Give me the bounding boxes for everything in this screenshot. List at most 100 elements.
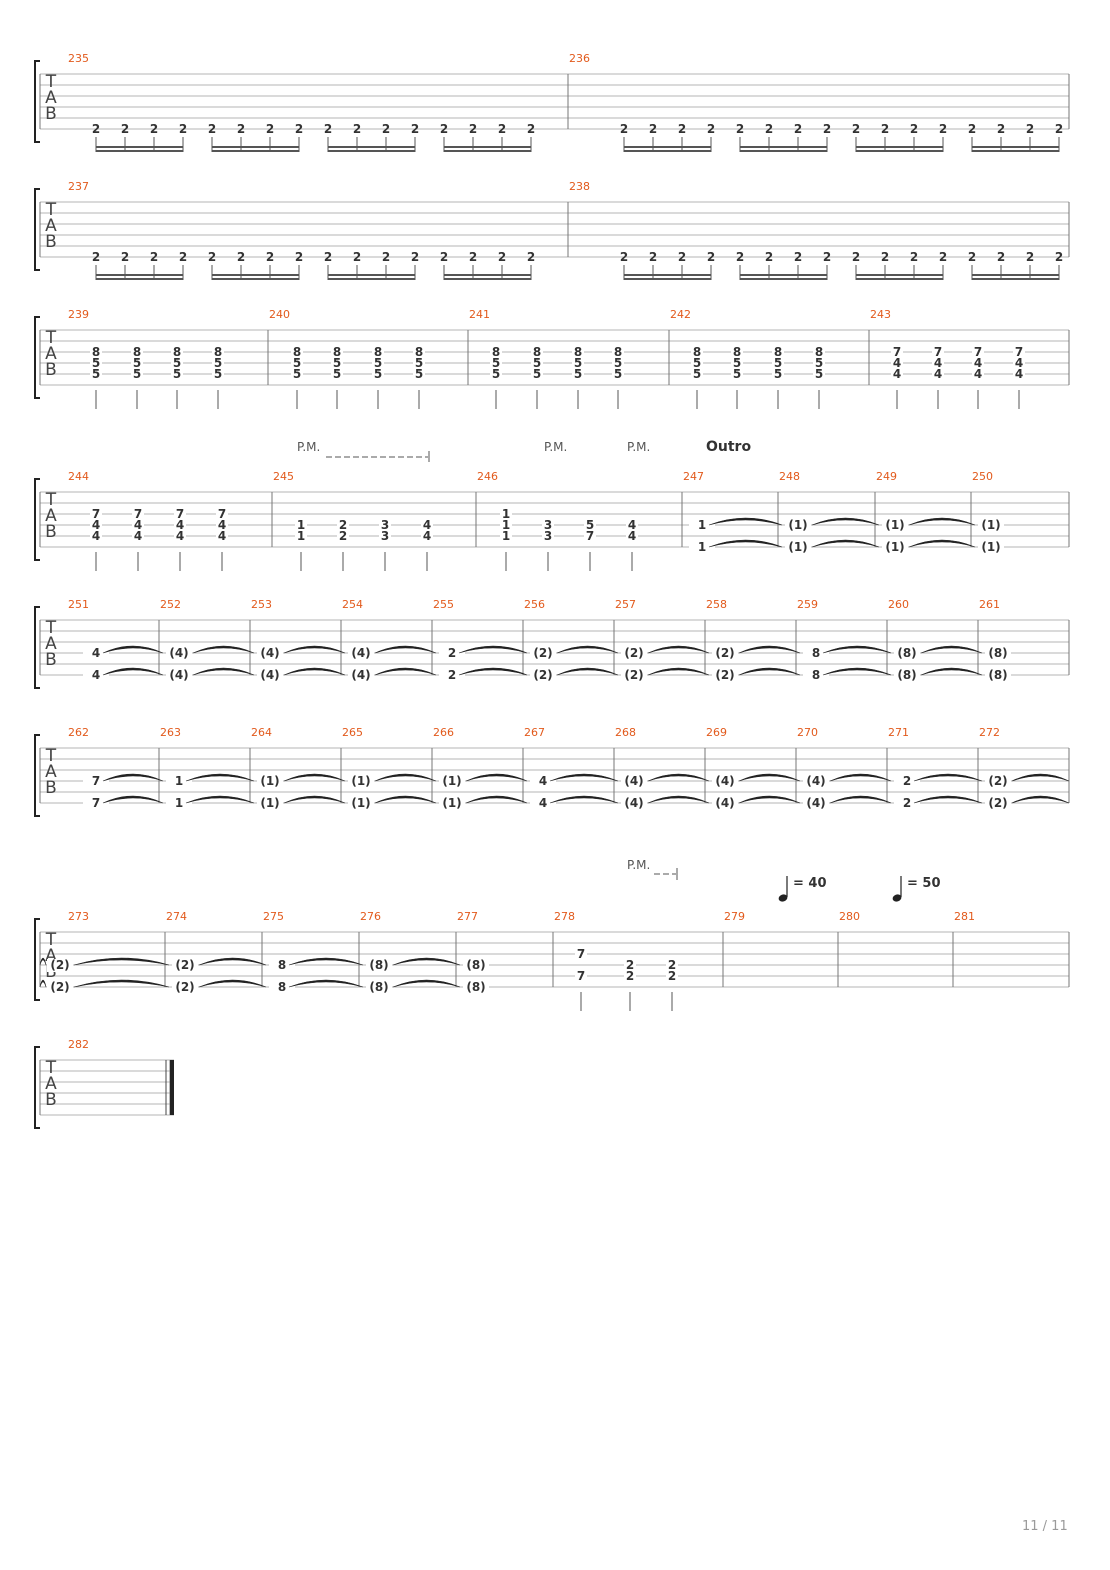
fret-mask bbox=[894, 669, 920, 682]
fret-number: (2) bbox=[988, 796, 1007, 810]
fret-number: 2 bbox=[208, 122, 216, 136]
fret-mask bbox=[366, 959, 392, 972]
fret-number: 7 bbox=[586, 529, 594, 543]
fret-number: 4 bbox=[974, 356, 982, 370]
fret-number: 8 bbox=[214, 345, 222, 359]
beam bbox=[972, 150, 1059, 152]
fret-mask bbox=[1013, 368, 1025, 380]
fret-number: 2 bbox=[237, 250, 245, 264]
fret-number: 1 bbox=[698, 540, 706, 554]
fret-number: (1) bbox=[442, 774, 461, 788]
fret-mask bbox=[83, 647, 109, 660]
fret-number: 8 bbox=[293, 345, 301, 359]
measure-number: 278 bbox=[554, 910, 575, 923]
fret-mask bbox=[257, 797, 283, 810]
beam bbox=[96, 150, 183, 152]
fret-mask bbox=[372, 357, 384, 369]
fret-mask bbox=[295, 530, 307, 542]
fret-number: 2 bbox=[852, 250, 860, 264]
fret-mask bbox=[348, 647, 374, 660]
fret-number: 2 bbox=[527, 250, 535, 264]
fret-number: 5 bbox=[173, 367, 181, 381]
fret-mask bbox=[172, 959, 198, 972]
fret-mask bbox=[90, 519, 102, 531]
fret-number: 4 bbox=[92, 529, 100, 543]
fret-mask bbox=[379, 530, 391, 542]
fret-number: (4) bbox=[260, 646, 279, 660]
measure-number: 241 bbox=[469, 308, 490, 321]
fret-mask bbox=[972, 357, 984, 369]
fret-number: 5 bbox=[133, 356, 141, 370]
tempo-marking: = 40 bbox=[793, 876, 827, 891]
fret-mask bbox=[171, 368, 183, 380]
fret-number: (4) bbox=[624, 796, 643, 810]
fret-mask bbox=[166, 775, 192, 788]
tie-arc bbox=[39, 957, 47, 966]
fret-mask bbox=[626, 519, 638, 531]
fret-number: 7 bbox=[934, 345, 942, 359]
fret-number: 8 bbox=[533, 345, 541, 359]
tie-arc bbox=[822, 645, 892, 654]
fret-number: (1) bbox=[351, 796, 370, 810]
fret-mask bbox=[572, 368, 584, 380]
fret-mask bbox=[47, 959, 73, 972]
fret-mask bbox=[575, 970, 587, 982]
fret-mask bbox=[772, 346, 784, 358]
fret-number: 5 bbox=[733, 356, 741, 370]
fret-number: 2 bbox=[469, 250, 477, 264]
tie-arc bbox=[374, 667, 437, 676]
fret-mask bbox=[291, 357, 303, 369]
fret-number: 5 bbox=[415, 367, 423, 381]
fret-number: 8 bbox=[774, 345, 782, 359]
tie-arc bbox=[556, 667, 619, 676]
fret-number: 4 bbox=[92, 668, 100, 682]
fret-mask bbox=[813, 357, 825, 369]
fret-number: 2 bbox=[353, 122, 361, 136]
tie-arc bbox=[185, 773, 255, 782]
tie-arc bbox=[913, 795, 983, 804]
fret-number: 5 bbox=[533, 367, 541, 381]
beam bbox=[96, 278, 183, 280]
fret-number: 5 bbox=[92, 367, 100, 381]
fret-number: (2) bbox=[50, 980, 69, 994]
fret-number: 2 bbox=[150, 122, 158, 136]
fret-number: 2 bbox=[794, 122, 802, 136]
fret-number: 4 bbox=[934, 356, 942, 370]
measure-number: 263 bbox=[160, 726, 181, 739]
fret-number: 2 bbox=[1026, 122, 1034, 136]
fret-mask bbox=[612, 368, 624, 380]
measure-number: 238 bbox=[569, 180, 590, 193]
fret-number: 5 bbox=[415, 356, 423, 370]
fret-number: 7 bbox=[893, 345, 901, 359]
fret-mask bbox=[90, 530, 102, 542]
tab-clef-letter: A bbox=[45, 762, 57, 782]
fret-number: 5 bbox=[614, 367, 622, 381]
fret-number: (2) bbox=[624, 646, 643, 660]
fret-mask bbox=[584, 530, 596, 542]
fret-mask bbox=[83, 797, 109, 810]
fret-mask bbox=[621, 775, 647, 788]
palm-mute-label: P.M. bbox=[544, 440, 567, 454]
fret-number: 2 bbox=[92, 122, 100, 136]
fret-mask bbox=[174, 508, 186, 520]
page-number: 11 / 11 bbox=[1022, 1519, 1068, 1534]
fret-mask bbox=[439, 669, 465, 682]
fret-number: (4) bbox=[715, 774, 734, 788]
fret-number: 2 bbox=[910, 250, 918, 264]
measure-number: 269 bbox=[706, 726, 727, 739]
fret-number: 7 bbox=[134, 507, 142, 521]
fret-mask bbox=[772, 368, 784, 380]
fret-number: 2 bbox=[765, 250, 773, 264]
system-bracket bbox=[34, 606, 40, 689]
fret-mask bbox=[972, 346, 984, 358]
tie-arc bbox=[822, 667, 892, 676]
measure-number: 254 bbox=[342, 598, 363, 611]
tie-arc bbox=[829, 795, 892, 804]
fret-mask bbox=[772, 357, 784, 369]
system-bracket bbox=[34, 734, 40, 817]
beam bbox=[740, 146, 827, 148]
fret-number: (1) bbox=[260, 774, 279, 788]
fret-mask bbox=[463, 959, 489, 972]
tie-arc bbox=[392, 979, 461, 988]
